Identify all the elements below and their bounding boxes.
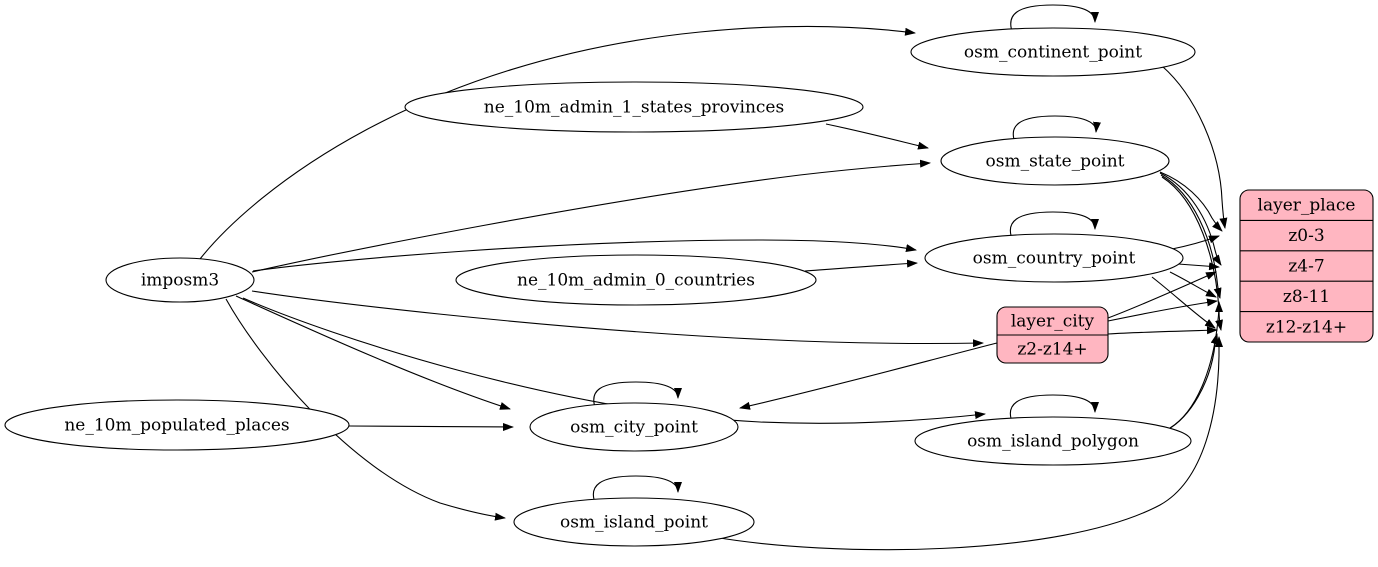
node-shape-osm_state_point xyxy=(940,136,1170,186)
record-row-label-layer_city-1[interactable]: z2-z14+ xyxy=(1017,340,1087,360)
record-node-layer_place[interactable]: layer_place z0-3 z4-7 z8-11 z12-z14+ xyxy=(1239,189,1374,343)
edge-osm_country_point-layer_place-z4-7 xyxy=(1177,262,1220,271)
edge-osm_country_point-layer_place-z8-11 xyxy=(1169,271,1217,298)
edge-self-osm_island_point xyxy=(592,475,682,506)
record-row-label-layer_place-0[interactable]: layer_place xyxy=(1258,196,1356,216)
edge-imposm3-osm_continent_point xyxy=(199,25,916,260)
node-imposm3[interactable]: imposm3 xyxy=(105,257,255,303)
record-row-label-layer_place-3[interactable]: z8-11 xyxy=(1283,287,1330,307)
node-ne_10m_admin_0_countries[interactable]: ne_10m_admin_0_countries xyxy=(455,254,817,306)
edge-imposm3-osm_city_point xyxy=(235,295,511,410)
node-shape-osm_country_point xyxy=(924,233,1184,283)
record-row-label-layer_city-0[interactable]: layer_city xyxy=(1011,312,1095,332)
edge-ne_10m_admin_0_countries-osm_country_point xyxy=(804,259,918,272)
node-osm_state_point[interactable]: osm_state_point xyxy=(940,136,1170,186)
edge-osm_country_point-layer_place-z12-z14+ xyxy=(1151,276,1216,329)
node-label-osm_island_polygon: osm_island_polygon xyxy=(967,432,1139,452)
edge-osm_island_point-layer_place-z12-z14+ xyxy=(713,336,1223,551)
edge-osm_state_point-layer_place-z0-3 xyxy=(1159,171,1223,232)
nodes-layer: imposm3 ne_10m_populated_places ne_10m_adm… xyxy=(4,27,1196,547)
edge-osm_island_polygon-layer_place-z12-z14+ xyxy=(1166,333,1219,431)
edge-ne_10m_populated_places-osm_city_point xyxy=(348,422,514,431)
edge-osm_state_point-layer_place-z12-z14+ xyxy=(1161,176,1223,331)
edge-layer_city-osm_city_point xyxy=(739,342,998,410)
edge-layer_city-layer_place-z12-z14+ xyxy=(1107,326,1218,335)
edges-layer xyxy=(199,4,1228,551)
node-label-osm_country_point: osm_country_point xyxy=(973,249,1136,269)
node-osm_island_point[interactable]: osm_island_point xyxy=(513,497,755,547)
node-label-osm_continent_point: osm_continent_point xyxy=(964,43,1142,63)
record-frame-layer_place xyxy=(1239,189,1374,343)
node-label-imposm3: imposm3 xyxy=(141,271,219,291)
node-osm_country_point[interactable]: osm_country_point xyxy=(924,233,1184,283)
node-label-ne_10m_populated_places: ne_10m_populated_places xyxy=(64,416,289,436)
edge-imposm3-osm_state_point xyxy=(251,159,931,273)
record-row-label-layer_place-1[interactable]: z0-3 xyxy=(1288,226,1324,246)
node-shape-ne_10m_admin_0_countries xyxy=(455,254,817,306)
edge-osm_continent_point-layer_place-z0-3 xyxy=(1161,65,1228,229)
edge-imposm3-layer_city xyxy=(251,290,984,348)
node-shape-osm_island_polygon xyxy=(914,416,1192,466)
node-shape-ne_10m_admin_1_states_provinces xyxy=(404,81,864,133)
edge-osm_country_point-layer_place-z0-3 xyxy=(1171,235,1220,250)
record-row-label-layer_place-4[interactable]: z12-z14+ xyxy=(1266,317,1347,337)
node-osm_island_polygon[interactable]: osm_island_polygon xyxy=(914,416,1192,466)
edge-layer_city-layer_place-z8-11 xyxy=(1107,298,1218,322)
edge-self-osm_country_point xyxy=(1009,211,1099,242)
node-shape-imposm3 xyxy=(105,257,255,303)
edge-ne_10m_admin_1_states_provinces-osm_state_point xyxy=(825,123,929,150)
edge-self-osm_state_point xyxy=(1012,115,1101,146)
edge-layer_city-layer_place-z4-7 xyxy=(1107,271,1217,319)
node-osm_continent_point[interactable]: osm_continent_point xyxy=(910,27,1196,77)
edge-self-osm_island_polygon xyxy=(1009,394,1099,425)
node-shape-ne_10m_populated_places xyxy=(4,399,350,451)
edge-imposm3-osm_island_point xyxy=(225,298,506,521)
edge-osm_state_point-layer_place-z4-7 xyxy=(1159,172,1222,266)
node-osm_city_point[interactable]: osm_city_point xyxy=(529,402,739,452)
edge-self-osm_city_point xyxy=(593,381,682,411)
node-label-osm_island_point: osm_island_point xyxy=(560,513,708,533)
node-shape-osm_continent_point xyxy=(910,27,1196,77)
node-ne_10m_admin_1_states_provinces[interactable]: ne_10m_admin_1_states_provinces xyxy=(404,81,864,133)
edge-self-osm_continent_point xyxy=(1010,4,1099,35)
records-layer: layer_city z2-z14+ layer_place z0-3 z4-7 z8-1… xyxy=(996,189,1374,364)
edge-imposm3-osm_country_point xyxy=(252,239,917,272)
node-label-ne_10m_admin_0_countries: ne_10m_admin_0_countries xyxy=(517,271,755,291)
node-label-osm_state_point: osm_state_point xyxy=(986,152,1125,172)
record-row-label-layer_place-2[interactable]: z4-7 xyxy=(1288,257,1324,277)
record-node-layer_city[interactable]: layer_city z2-z14+ xyxy=(996,306,1109,364)
node-shape-osm_city_point xyxy=(529,402,739,452)
node-label-osm_city_point: osm_city_point xyxy=(570,418,698,438)
node-shape-osm_island_point xyxy=(513,497,755,547)
node-ne_10m_populated_places[interactable]: ne_10m_populated_places xyxy=(4,399,350,451)
node-label-ne_10m_admin_1_states_provinces: ne_10m_admin_1_states_provinces xyxy=(484,98,784,118)
